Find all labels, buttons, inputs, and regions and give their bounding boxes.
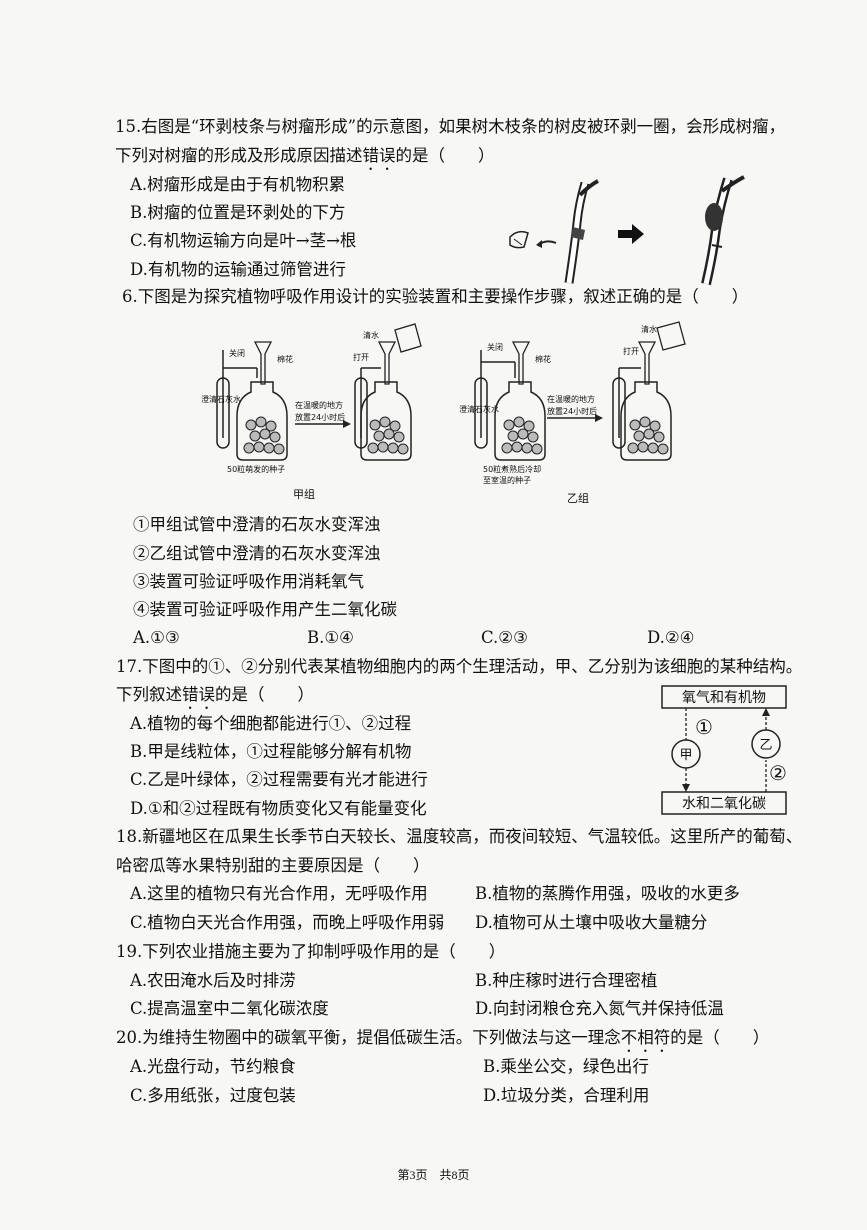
arrow-label-b2: 放置24小时后: [547, 406, 597, 416]
apparatus-b2: [612, 321, 686, 461]
q15-stem-tail: 的是（ ）: [395, 146, 495, 165]
q16-option-b: B.①④: [307, 628, 354, 647]
q16-statement-4: ④装置可验证呼吸作用产生二氧化碳: [133, 600, 397, 619]
q16-option-c: C.②③: [481, 628, 528, 647]
q15-emphasis: 错误: [362, 146, 396, 165]
q18-stem-line1: 18.新疆地区在瓜果生长季节白天较长、温度较高，而夜间较短、气温较低。这里所产的…: [116, 827, 803, 846]
q15-option-d: D.有机物的运输通过筛管进行: [130, 260, 346, 279]
q20-emphasis: 不相符: [620, 1028, 671, 1047]
q19-option-a: A.农田淹水后及时排涝: [130, 971, 296, 990]
close-label-a: 关闭: [229, 348, 245, 358]
q16-experiment-figure: 澄清石灰水 关闭 棉花 50粒萌发的种子 在温暖的地方 放置24小时后 清水 打…: [201, 321, 686, 505]
open-label-a: 打开: [353, 352, 369, 362]
jia-label: 甲: [679, 748, 692, 763]
q20-option-c: C.多用纸张，过度包装: [130, 1086, 296, 1105]
q19-option-d: D.向封闭粮仓充入氮气并保持低温: [475, 999, 724, 1018]
girdled-branch: [564, 179, 599, 284]
apparatus-a2: [354, 323, 422, 461]
bottle-b1: [494, 341, 546, 461]
limewater-label-a: 澄清石灰水: [201, 394, 241, 404]
q20-option-b: B.乘坐公交，绿色出行: [483, 1057, 649, 1076]
process-2-label: ②: [769, 761, 787, 785]
q18-option-b: B.植物的蒸腾作用强，吸收的水更多: [475, 884, 740, 903]
open-label-b: 打开: [623, 346, 639, 356]
q17-cell-figure: 氧气和有机物 水和二氧化碳 甲 ① 乙 ②: [661, 685, 787, 815]
seeds-label-a: 50粒萌发的种子: [227, 464, 285, 474]
yi-label: 乙: [759, 738, 772, 753]
q19-option-c: C.提高温室中二氧化碳浓度: [130, 999, 329, 1018]
q20-option-a: A.光盘行动，节约粮食: [130, 1057, 296, 1076]
group-a-label: 甲组: [293, 487, 315, 501]
test-tube-b1: [474, 350, 516, 449]
top-box-label: 氧气和有机物: [682, 690, 766, 706]
q17-stem-tail: 的是（ ）: [215, 685, 314, 704]
q15-branch-figure: [509, 175, 745, 285]
q18-option-d: D.植物可从土壤中吸收大量糖分: [475, 913, 708, 932]
arrow-label-a2: 放置24小时后: [295, 412, 345, 422]
q15-option-a: A.树瘤形成是由于有机物积累: [130, 175, 346, 194]
bottom-box-label: 水和二氧化碳: [682, 796, 766, 812]
q18-option-a: A.这里的植物只有光合作用，无呼吸作用: [130, 884, 428, 903]
q17-stem-line1: 17.下图中的①、②分别代表某植物细胞内的两个生理活动，甲、乙分别为该细胞的某种…: [116, 657, 803, 676]
cotton-label-a: 棉花: [277, 354, 293, 364]
q16-option-d: D.②④: [647, 628, 695, 647]
q17-option-c: C.乙是叶绿体，②过程需要有光才能进行: [130, 770, 428, 789]
cotton-label-b: 棉花: [535, 354, 551, 364]
test-tube-a1: [216, 350, 258, 449]
q18-option-c: C.植物白天光合作用强，而晚上呼吸作用弱: [130, 913, 445, 932]
water-label-a: 清水: [363, 330, 379, 340]
q16-stem: 6.下图是为探究植物呼吸作用设计的实验装置和主要操作步骤，叙述正确的是（ ）: [122, 287, 749, 306]
q19-option-b: B.种庄稼时进行合理密植: [475, 971, 658, 990]
seeds-label-b2: 至室温的种子: [483, 475, 531, 485]
arrow-right-icon: [618, 224, 644, 244]
q15-option-c: C.有机物运输方向是叶→茎→根: [130, 231, 357, 250]
q16-statement-2: ②乙组试管中澄清的石灰水变浑浊: [133, 544, 381, 563]
bark-ring-icon: [509, 230, 529, 249]
group-b-label: 乙组: [567, 491, 589, 505]
limewater-label-b: 澄清石灰水: [459, 404, 499, 414]
q15-stem-text: 下列对树瘤的形成及形成原因描述: [115, 146, 363, 165]
q18-stem-line2: 哈密瓜等水果特别甜的主要原因是（ ）: [116, 856, 430, 875]
q17-option-a: A.植物的每个细胞都能进行①、②过程: [130, 714, 412, 733]
water-label-b: 清水: [641, 324, 657, 334]
arrow-label-b1: 在温暖的地方: [547, 394, 595, 404]
page-number: 第3页 共8页: [397, 1168, 470, 1182]
seeds-label-b1: 50粒煮熟后冷却: [483, 464, 541, 474]
arrow-label-a1: 在温暖的地方: [295, 400, 343, 410]
q20-stem-tail: 的是（ ）: [670, 1028, 770, 1047]
close-label-b: 关闭: [487, 342, 503, 352]
q17-emphasis: 错误: [182, 685, 215, 704]
q15-option-b: B.树瘤的位置是环剥处的下方: [130, 203, 346, 222]
q16-option-a: A.①③: [133, 628, 180, 647]
q20-option-d: D.垃圾分类，合理利用: [483, 1086, 650, 1105]
q17-option-d: D.①和②过程既有物质变化又有能量变化: [130, 799, 427, 818]
q15-stem-line1: 15.右图是“环剥枝条与树瘤形成”的示意图，如果树木枝条的树皮被环剥一圈，会形成…: [115, 117, 786, 136]
tumor-branch: [701, 175, 745, 285]
bottle-a1: [236, 341, 288, 461]
q17-stem-line2: 下列叙述错误的是（ ）: [116, 684, 314, 713]
q16-statement-3: ③装置可验证呼吸作用消耗氧气: [133, 572, 364, 591]
q17-stem-text: 下列叙述: [116, 685, 182, 704]
q16-statement-1: ①甲组试管中澄清的石灰水变浑浊: [133, 515, 381, 534]
q20-stem: 20.为维持生物圈中的碳氧平衡，提倡低碳生活。下列做法与这一理念不相符的是（ ）: [116, 1027, 769, 1056]
q20-stem-text: 20.为维持生物圈中的碳氧平衡，提倡低碳生活。下列做法与这一理念: [116, 1028, 621, 1047]
q19-stem: 19.下列农业措施主要为了抑制呼吸作用的是（ ）: [116, 942, 506, 961]
q17-option-b: B.甲是线粒体，①过程能够分解有机物: [130, 742, 412, 761]
q15-stem-line2: 下列对树瘤的形成及形成原因描述错误的是（ ）: [115, 145, 495, 174]
process-1-label: ①: [695, 715, 713, 739]
